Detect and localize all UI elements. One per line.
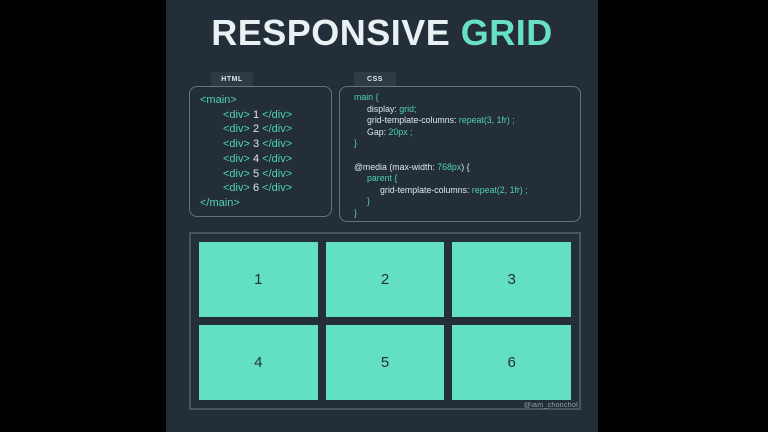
tab-html[interactable]: HTML — [211, 72, 253, 86]
code-token: </div> — [262, 152, 293, 165]
code-token: </main> — [200, 196, 240, 209]
code-token: </div> — [262, 123, 293, 136]
code-line: } — [354, 208, 580, 220]
tab-html-label: HTML — [221, 75, 243, 83]
code-token: 5 — [249, 167, 263, 180]
code-line: display: grid; — [354, 104, 580, 116]
code-token: main { — [354, 92, 379, 102]
title-part-grid: GRID — [460, 12, 553, 53]
tab-css-label: CSS — [367, 75, 383, 83]
code-token: <main> — [200, 94, 237, 106]
code-token: parent { — [367, 173, 398, 184]
code-token: <div> — [223, 138, 250, 151]
code-token: grid-template-columns: — [367, 115, 459, 126]
code-token: Gap: — [367, 126, 389, 137]
code-line: main { — [354, 92, 580, 104]
code-line: grid-template-columns: repeat(2, 1fr) ; — [354, 185, 580, 197]
html-code-panel: <main><div> 1 </div><div> 2 </div><div> … — [189, 86, 332, 217]
code-line: parent { — [354, 173, 580, 185]
code-token: @media (max-width: — [354, 161, 438, 172]
code-token: repeat(3, 1fr) ; — [458, 115, 515, 126]
code-token: repeat(2, 1fr) ; — [471, 184, 528, 195]
code-line: <div> 3 </div> — [200, 137, 331, 152]
code-token: 6 — [249, 182, 263, 195]
code-token: <div> — [223, 182, 250, 195]
code-token: } — [354, 207, 357, 218]
watermark-handle: @iam_chonchol — [523, 402, 578, 409]
code-token: 1 — [249, 108, 263, 121]
grid-cell: 2 — [325, 242, 445, 317]
code-token: <div> — [223, 167, 250, 180]
code-token: 768px — [437, 161, 462, 172]
code-line: <main> — [200, 93, 331, 108]
code-line — [354, 150, 580, 162]
code-line: </main> — [200, 196, 331, 211]
code-token: 20px ; — [388, 126, 413, 137]
code-line: <div> 6 </div> — [200, 181, 331, 196]
code-token: grid-template-columns: — [380, 184, 472, 195]
grid-cell: 4 — [199, 325, 318, 400]
code-token: </div> — [262, 108, 293, 121]
grid-cell: 6 — [452, 325, 571, 400]
code-line: @media (max-width: 768px) { — [354, 162, 580, 174]
code-token: 3 — [249, 138, 263, 151]
tab-css[interactable]: CSS — [354, 72, 396, 86]
code-token: </div> — [262, 167, 293, 180]
page-title: RESPONSIVE GRID — [166, 12, 598, 54]
code-token: 2 — [249, 123, 263, 136]
code-line: Gap: 20px ; — [354, 127, 580, 139]
code-line: } — [354, 196, 580, 208]
code-token: </div> — [262, 138, 293, 151]
css-code-panel: main {display: grid;grid-template-column… — [339, 86, 581, 222]
code-token: grid; — [399, 103, 417, 114]
code-token: display: — [367, 103, 400, 114]
code-token: <div> — [223, 123, 250, 136]
code-line: <div> 1 </div> — [200, 108, 331, 123]
code-line: <div> 4 </div> — [200, 152, 331, 167]
grid-cell: 3 — [452, 242, 571, 317]
code-token: <div> — [223, 108, 250, 121]
title-part-responsive: RESPONSIVE — [211, 12, 451, 53]
grid-cell: 5 — [325, 325, 445, 400]
code-line: <div> 2 </div> — [200, 122, 331, 137]
code-token: ) { — [461, 161, 470, 172]
code-line: grid-template-columns: repeat(3, 1fr) ; — [354, 115, 580, 127]
code-token: } — [354, 138, 357, 149]
code-token: </div> — [262, 182, 293, 195]
code-line: <div> 5 </div> — [200, 167, 331, 182]
poster-canvas: RESPONSIVE GRID HTML <main> <div> 1 </div… — [166, 0, 598, 432]
code-token: } — [367, 196, 370, 207]
code-token: <div> — [223, 152, 250, 165]
code-line: } — [354, 138, 580, 150]
title-spacer — [450, 12, 461, 53]
grid-cell: 1 — [199, 242, 318, 317]
code-token: 4 — [249, 152, 263, 165]
